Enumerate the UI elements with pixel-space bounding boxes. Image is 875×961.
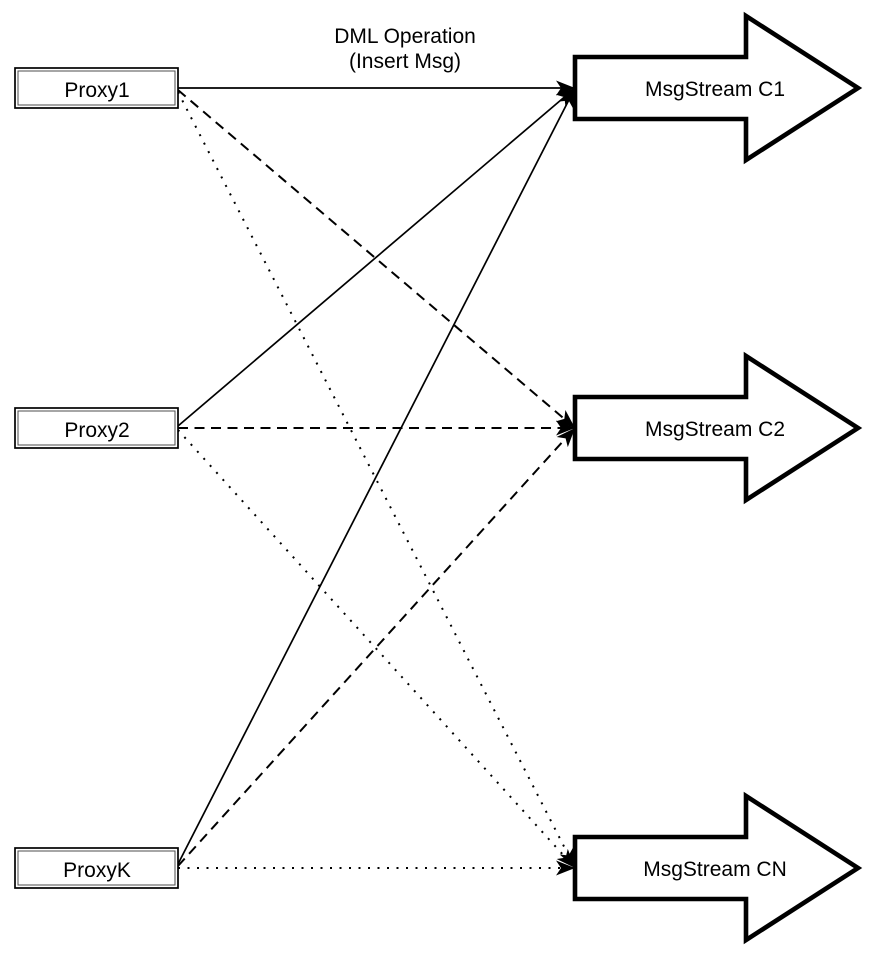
msgstream-c1-arrow: MsgStream C1 [572, 11, 863, 165]
msgstream-cn-label: MsgStream CN [643, 858, 787, 881]
connection-proxy2-to-c1 [177, 87, 576, 427]
connection-proxy2-to-cn [177, 429, 576, 869]
proxy2-border [14, 407, 179, 449]
connection-proxy1-to-c2 [177, 89, 576, 429]
proxyk-box: ProxyK [14, 847, 179, 889]
connection-proxy1-to-cn [177, 91, 576, 869]
proxy1-box: Proxy1 [14, 67, 179, 109]
dml-operation-label-line1: DML Operation [334, 25, 476, 48]
msgstream-cn-arrow: MsgStream CN [572, 791, 863, 945]
proxy2-label: Proxy2 [64, 419, 129, 442]
dml-operation-label-line2: (Insert Msg) [349, 50, 461, 73]
proxyk-inner-border [17, 850, 176, 886]
proxy1-inner-border [17, 70, 176, 106]
proxy1-border [14, 67, 179, 109]
dml-operation-label: DML Operation (Insert Msg) [334, 25, 476, 73]
msgstream-c1-shape [572, 11, 863, 165]
proxy2-box: Proxy2 [14, 407, 179, 449]
proxy2-inner-border [17, 410, 176, 446]
connection-proxyk-to-c1 [177, 87, 576, 865]
proxyk-label: ProxyK [63, 859, 131, 882]
msgstream-c2-shape [572, 351, 863, 505]
msgstream-cn-shape [572, 791, 863, 945]
msgstream-c2-label: MsgStream C2 [645, 418, 785, 441]
msgstream-c1-label: MsgStream C1 [645, 78, 785, 101]
connection-proxyk-to-c2 [177, 427, 576, 867]
msgstream-c2-arrow: MsgStream C2 [572, 351, 863, 505]
proxyk-border [14, 847, 179, 889]
proxy1-label: Proxy1 [64, 79, 129, 102]
